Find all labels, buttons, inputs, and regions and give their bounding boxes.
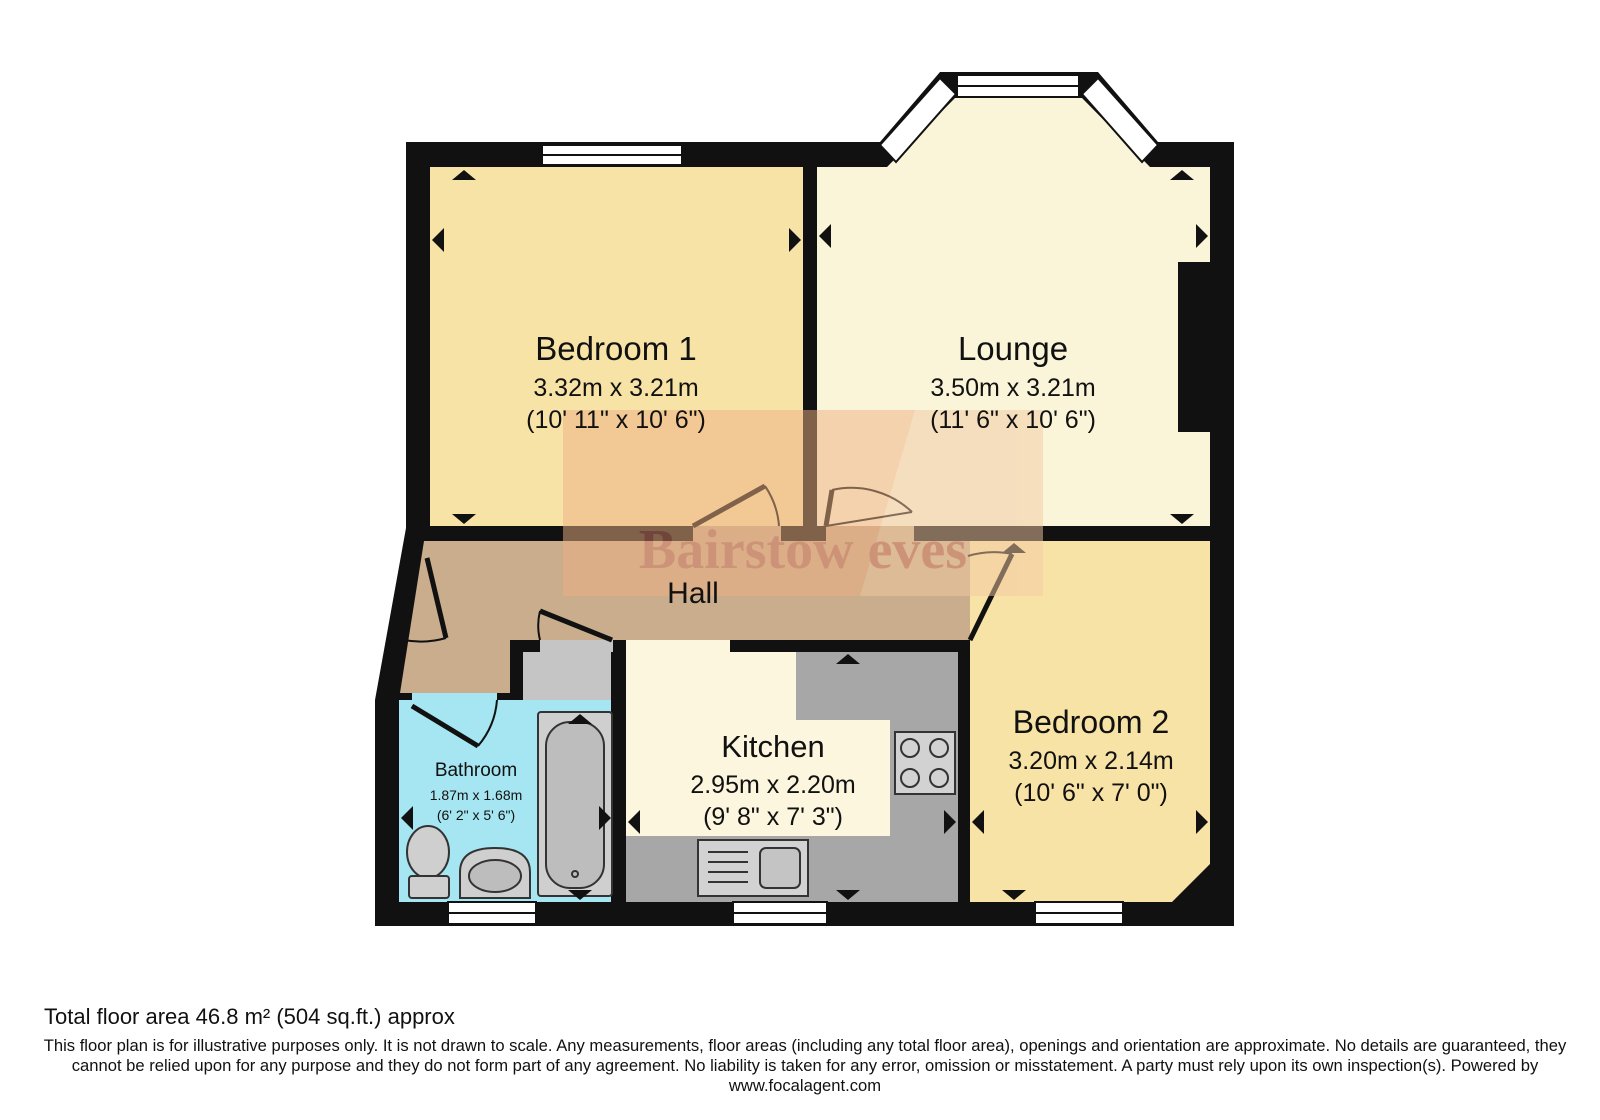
sink-icon bbox=[697, 839, 809, 897]
bedroom1-dim-ft: (10' 11" x 10' 6") bbox=[526, 406, 706, 434]
watermark-text: Bairstow eves bbox=[639, 519, 967, 581]
bathtub-icon bbox=[537, 711, 613, 897]
toilet-icon bbox=[406, 825, 450, 899]
kitchen-dim-m: 2.95m x 2.20m bbox=[690, 771, 855, 799]
bedroom2-floor bbox=[970, 541, 1210, 902]
kitchen-name: Kitchen bbox=[721, 729, 824, 764]
dimension-arrows bbox=[401, 170, 1208, 900]
disclaimer-text: This floor plan is for illustrative purp… bbox=[43, 1036, 1567, 1095]
cupboard-floor bbox=[523, 652, 613, 700]
bedroom1-name: Bedroom 1 bbox=[535, 330, 696, 367]
total-floor-area: Total floor area 46.8 m² (504 sq.ft.) ap… bbox=[44, 1004, 455, 1029]
bathroom-dim-m: 1.87m x 1.68m bbox=[430, 787, 523, 803]
basin-icon bbox=[459, 846, 531, 899]
bedroom2-name: Bedroom 2 bbox=[1013, 704, 1170, 740]
room-labels: Bedroom 1 3.32m x 3.21m (10' 11" x 10' 6… bbox=[430, 330, 1174, 831]
hob-icon bbox=[894, 731, 956, 795]
bedroom1-dim-m: 3.32m x 3.21m bbox=[533, 374, 698, 402]
bathroom-name: Bathroom bbox=[435, 760, 517, 781]
bedroom2-dim-m: 3.20m x 2.14m bbox=[1008, 747, 1173, 775]
hall-name: Hall bbox=[667, 577, 719, 610]
watermark-logo: Bairstow eves bbox=[563, 410, 1043, 596]
lounge-dim-m: 3.50m x 3.21m bbox=[930, 374, 1095, 402]
lounge-dim-ft: (11' 6" x 10' 6") bbox=[930, 406, 1096, 434]
windows bbox=[447, 74, 1160, 925]
kitchen-dim-ft: (9' 8" x 7' 3") bbox=[703, 803, 843, 831]
lounge-name: Lounge bbox=[958, 330, 1068, 367]
bathroom-dim-ft: (6' 2" x 5' 6") bbox=[437, 807, 515, 823]
bedroom2-dim-ft: (10' 6" x 7' 0") bbox=[1014, 779, 1168, 807]
